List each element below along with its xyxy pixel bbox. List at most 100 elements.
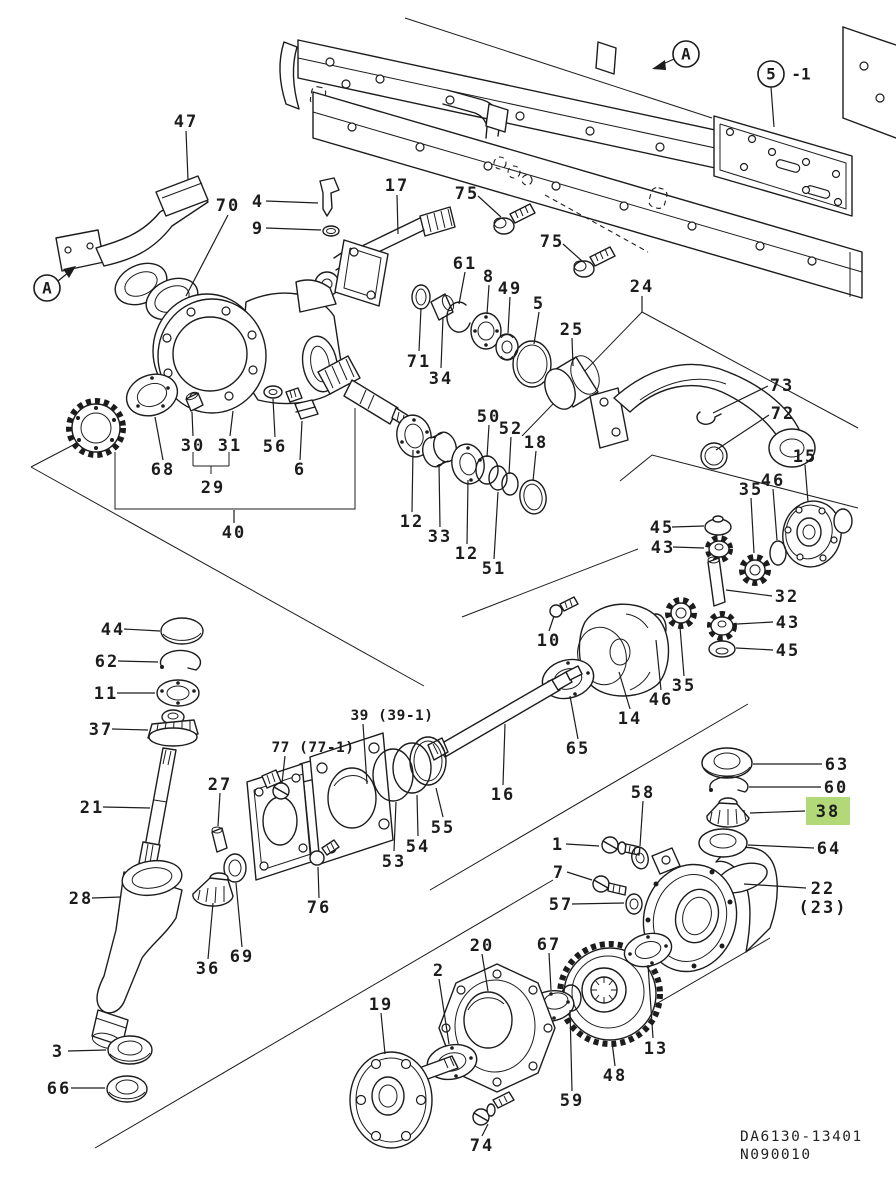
- part-label-54: 54: [406, 837, 430, 857]
- drive-shaft-16: [427, 665, 583, 761]
- key-4: [319, 177, 340, 217]
- shim-51: [488, 465, 508, 491]
- wheel-hub-15: [782, 500, 853, 568]
- pin-27: [211, 826, 228, 853]
- leader-line-73: [712, 385, 769, 414]
- frame-assembly: [279, 26, 896, 299]
- leader-line-27: [217, 792, 221, 827]
- view-callout-text-A: A: [681, 45, 691, 64]
- part-label-69: 69: [230, 947, 254, 967]
- part-label-20: 20: [470, 936, 494, 956]
- bearing-69: [223, 853, 247, 883]
- part-label-35: 35: [672, 676, 696, 696]
- leader-line-76: [317, 866, 320, 899]
- part-label-3: 3: [52, 1042, 64, 1062]
- ring-55: [409, 736, 447, 786]
- wheel-hub-19: [349, 1051, 459, 1149]
- part-label-34: 34: [429, 369, 453, 389]
- pinion-gear-43b: [707, 611, 737, 641]
- leader-line-55: [435, 787, 444, 818]
- diff-case-14: [577, 603, 670, 697]
- part-label-3939-1: 39 (39-1): [350, 708, 433, 724]
- washer-57: [625, 893, 643, 915]
- leader-line-9: [265, 227, 322, 231]
- leader-line-67: [548, 952, 552, 991]
- part-label-71: 71: [407, 352, 431, 372]
- bevel-gear-38: [706, 797, 750, 828]
- seal-18: [519, 479, 547, 515]
- part-label-15: 15: [793, 447, 817, 467]
- leader-line-31: [229, 410, 234, 437]
- part-label-7777-1: 77 (77-1): [271, 740, 354, 756]
- callout-arrowhead-A: [63, 266, 76, 278]
- ring-54: [392, 742, 432, 794]
- leader-line-37: [111, 728, 149, 731]
- washer-56: [263, 385, 283, 399]
- part-label-35: 35: [739, 480, 763, 500]
- kingpin-shaft-21: [138, 747, 177, 867]
- bolt-75b: [573, 246, 616, 278]
- part-label-23: (23): [799, 898, 848, 918]
- bevel-gear-36: [192, 872, 234, 907]
- part-label-21: 21: [80, 798, 104, 818]
- axle-housing: [152, 279, 345, 414]
- part-label-46: 46: [649, 690, 673, 710]
- bearing-63: [701, 747, 753, 779]
- highlight-box-38: [806, 797, 850, 825]
- leader-line-17: [396, 194, 399, 235]
- leader-line-28: [91, 896, 122, 899]
- leader-line-5: [533, 311, 540, 345]
- callout-leader-5: [770, 86, 775, 128]
- bolt-76: [309, 839, 340, 866]
- leader-line-35: [679, 626, 685, 677]
- part-label-32: 32: [775, 587, 799, 607]
- bolt-77: [261, 769, 290, 800]
- part-label-9: 9: [252, 219, 264, 239]
- leader-line-77 (77-1): [281, 755, 286, 784]
- leader-line-4: [265, 200, 319, 204]
- leader-line-25: [571, 337, 574, 367]
- part-label-70: 70: [216, 196, 240, 216]
- seal-64: [698, 828, 748, 858]
- spider-shaft-32: [707, 556, 726, 607]
- part-label-45: 45: [776, 641, 800, 661]
- leader-line-56: [272, 398, 276, 438]
- part-label-50: 50: [477, 407, 501, 427]
- leader-line-53: [393, 801, 397, 852]
- part-label-57: 57: [549, 895, 573, 915]
- bolt-6: [285, 387, 319, 420]
- callout-arrowhead-A: [652, 60, 666, 70]
- leader-line-12: [466, 479, 469, 545]
- part-label-58: 58: [631, 783, 655, 803]
- view-callout-text-5: 5: [766, 65, 776, 84]
- part-label-72: 72: [771, 404, 795, 424]
- view-callout-suffix-5: -1: [791, 65, 810, 84]
- leader-line-62: [117, 660, 159, 663]
- part-label-55: 55: [431, 818, 455, 838]
- leader-line-71: [418, 307, 422, 352]
- leader-line-12: [411, 449, 414, 513]
- part-label-43: 43: [776, 613, 800, 633]
- part-label-75: 75: [455, 184, 479, 204]
- seal-66: [106, 1075, 148, 1103]
- part-label-38[interactable]: 38: [816, 802, 840, 822]
- view-callout-circle-5: [757, 60, 785, 88]
- part-label-53: 53: [382, 852, 406, 872]
- leader-line-72: [715, 414, 770, 451]
- leader-line-54: [416, 794, 419, 837]
- side-gear-35b: [665, 597, 697, 629]
- leader-line-46: [655, 639, 662, 691]
- snapring-61: [446, 301, 471, 333]
- part-label-36: 36: [196, 959, 220, 979]
- part-label-13: 13: [644, 1039, 668, 1059]
- part-label-14: 14: [618, 709, 642, 729]
- part-label-5: 5: [533, 294, 545, 314]
- leader-line-39 (39-1): [362, 723, 368, 785]
- pinion-shaft: [317, 355, 413, 429]
- cover-plate: [334, 239, 389, 307]
- leader-line-32: [725, 589, 773, 597]
- bolt-74: [472, 1091, 515, 1126]
- washer-58: [631, 846, 649, 870]
